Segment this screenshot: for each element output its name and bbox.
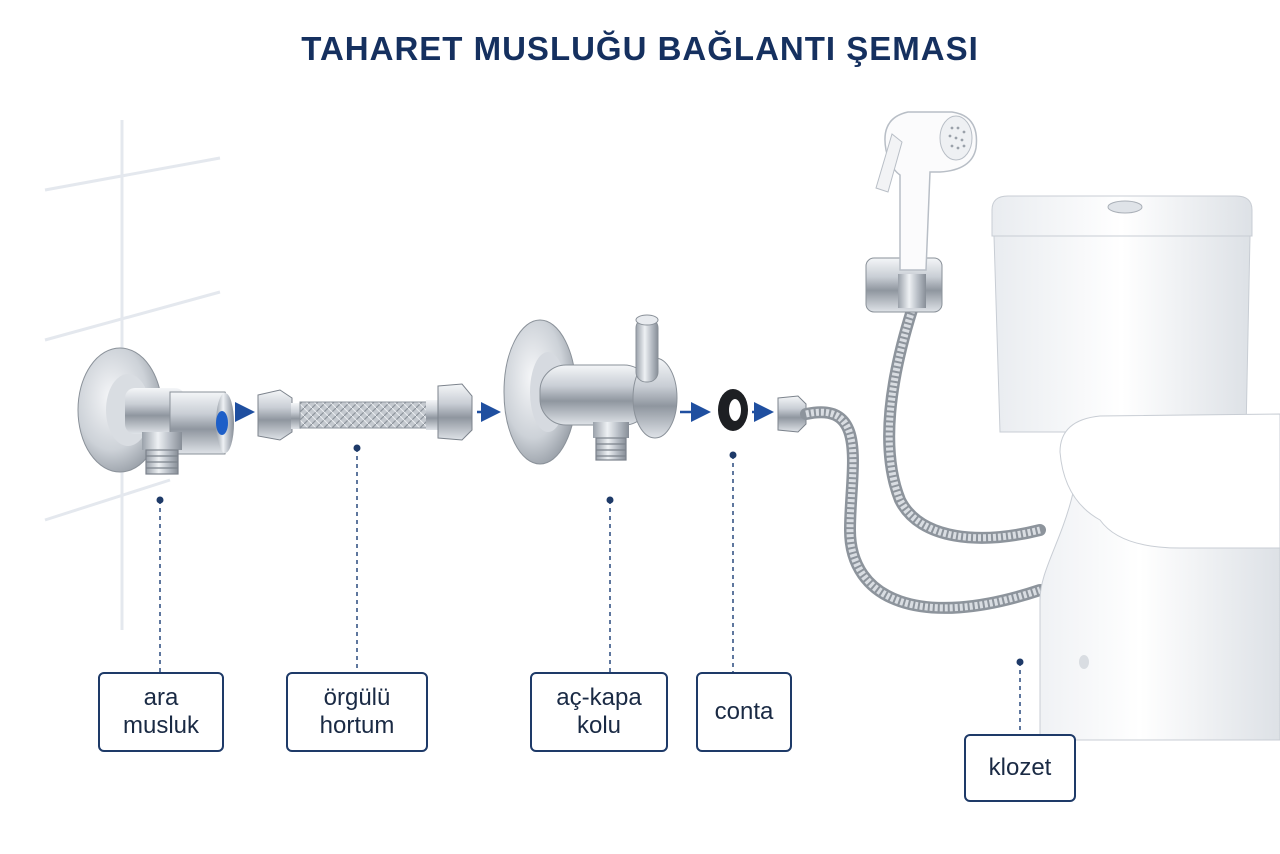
- label-ara-musluk: ara musluk: [98, 672, 224, 752]
- lever-handle: [635, 317, 659, 383]
- label-text: örgülü hortum: [319, 684, 395, 739]
- angle-valve: [77, 347, 234, 475]
- toilet: [991, 195, 1280, 741]
- label-text: ara musluk: [122, 684, 200, 739]
- leader-lines: [156, 444, 1024, 734]
- shutoff-valve-with-lever: [503, 314, 678, 465]
- label-orgulu-hortum: örgülü hortum: [286, 672, 428, 752]
- label-text: aç-kapa kolu: [556, 684, 642, 739]
- label-text: klozet: [988, 754, 1052, 781]
- label-text: conta: [714, 698, 774, 725]
- bidet-sprayer: [865, 111, 978, 313]
- rubber-washer: [718, 389, 748, 431]
- shower-hose: [777, 304, 1046, 614]
- label-conta: conta: [696, 672, 792, 752]
- label-klozet: klozet: [964, 734, 1076, 802]
- braided-hose: [257, 383, 473, 441]
- blue-knob-icon: [216, 411, 228, 435]
- label-ac-kapa-kolu: aç-kapa kolu: [530, 672, 668, 752]
- diagram-title: TAHARET MUSLUĞU BAĞLANTI ŞEMASI: [301, 30, 979, 67]
